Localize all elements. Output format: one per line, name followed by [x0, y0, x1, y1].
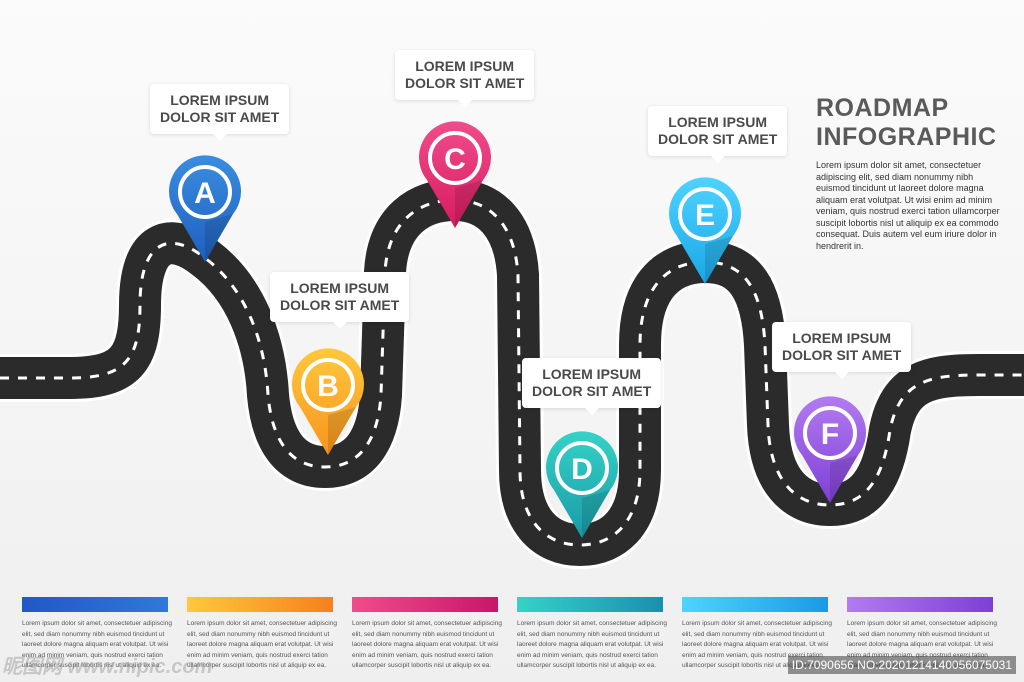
footer-color-bar [22, 597, 168, 612]
milestone-pin-b: B [292, 348, 364, 455]
pin-ring [678, 187, 732, 241]
footer-text: Lorem ipsum dolor sit amet, consectetuer… [352, 620, 502, 669]
callout-line-2: DOLOR SIT AMET [658, 131, 778, 147]
roadmap-title: ROADMAP INFOGRAPHIC [816, 94, 997, 152]
pin-marker-body [794, 396, 867, 503]
pin-marker-shade [582, 490, 610, 538]
pin-marker-body [669, 177, 741, 284]
watermark-id: ID:7090656 NO:20201214140056075031 [787, 656, 1016, 674]
pin-ring [301, 358, 355, 412]
milestone-pin-f: F [794, 396, 867, 503]
pin-marker-shade [705, 236, 733, 284]
callout-line-1: LOREM IPSUM [290, 280, 390, 296]
callout-line-2: DOLOR SIT AMET [532, 383, 652, 399]
roadmap-description: Lorem ipsum dolor sit amet, consectetuer… [816, 160, 1000, 251]
milestone-pin-e: E [669, 177, 741, 284]
pin-ring [178, 165, 232, 219]
callout-line-2: DOLOR SIT AMET [782, 347, 902, 363]
callout-line-2: DOLOR SIT AMET [160, 109, 280, 125]
pin-marker-body [419, 121, 491, 228]
footer-text: Lorem ipsum dolor sit amet, consectetuer… [187, 620, 337, 669]
watermark-left: 昵图网 www.nipic.com [2, 656, 213, 678]
footer-color-bar [187, 597, 333, 612]
pin-marker-shade [830, 455, 858, 503]
pin-marker-shade [328, 407, 356, 455]
pin-marker-body [292, 348, 364, 455]
pin-letter: A [194, 177, 216, 210]
footer-color-bar [352, 597, 498, 612]
pin-ring [555, 441, 609, 495]
road-center-line [0, 198, 1024, 547]
footer-text: Lorem ipsum dolor sit amet, consectetuer… [517, 620, 667, 669]
pin-marker-body [169, 155, 242, 262]
footer-color-bar [847, 597, 993, 612]
title-line-2: INFOGRAPHIC [816, 123, 997, 151]
callout-line-2: DOLOR SIT AMET [405, 75, 525, 91]
pin-letter: D [571, 453, 593, 486]
pin-letter: F [821, 418, 839, 451]
pin-letter: B [317, 370, 339, 403]
callout-line-1: LOREM IPSUM [170, 92, 270, 108]
callout-line-1: LOREM IPSUM [792, 330, 892, 346]
footer-text: Lorem ipsum dolor sit amet, consectetuer… [22, 620, 172, 669]
pin-letter: E [695, 199, 715, 232]
pin-letter: C [444, 143, 466, 176]
title-line-1: ROADMAP [816, 94, 949, 122]
pin-ring [803, 406, 857, 460]
callout-line-1: LOREM IPSUM [542, 366, 642, 382]
pin-marker-body [546, 431, 618, 538]
pin-ring [428, 131, 482, 185]
pin-marker-shade [455, 180, 483, 228]
milestone-pin-d: D [546, 431, 618, 538]
milestone-pin-c: C [419, 121, 491, 228]
footer-text: Lorem ipsum dolor sit amet, consectetuer… [682, 620, 832, 669]
milestone-pin-a: A [169, 155, 242, 262]
footer-color-bar [682, 597, 828, 612]
pin-marker-shade [205, 214, 233, 262]
callout-line-1: LOREM IPSUM [668, 114, 768, 130]
callout-line-1: LOREM IPSUM [415, 58, 515, 74]
footer-color-bar [517, 597, 663, 612]
callout-line-2: DOLOR SIT AMET [280, 297, 400, 313]
